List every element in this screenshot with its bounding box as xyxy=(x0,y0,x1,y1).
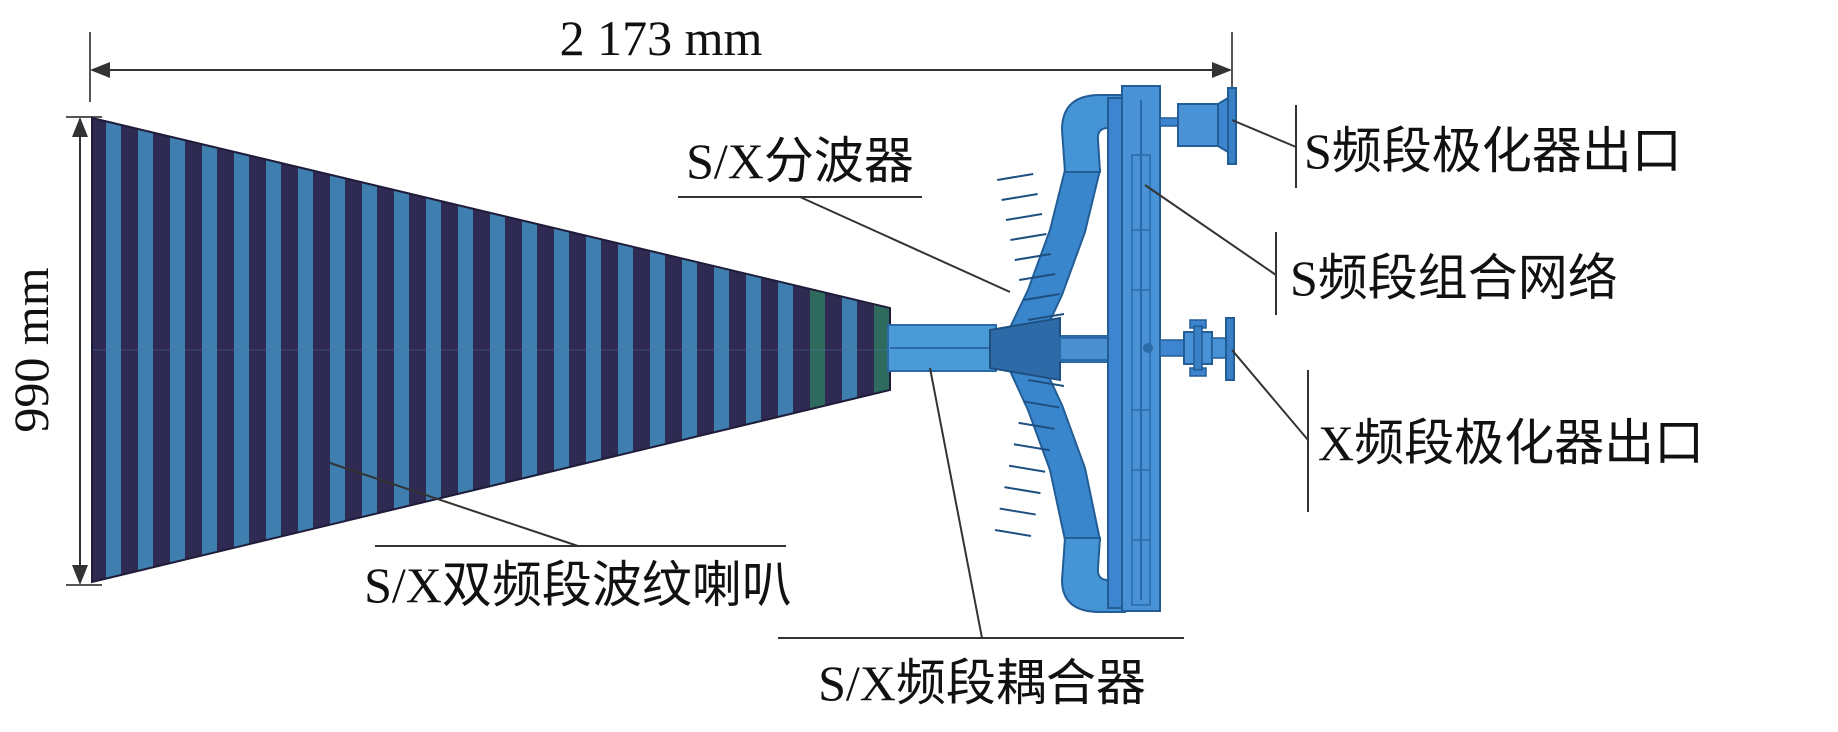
s-combining-network xyxy=(1107,85,1161,612)
height-dimension: 990 mm xyxy=(3,116,102,586)
horn-corrugation xyxy=(746,273,761,425)
diplexer-rib xyxy=(1013,443,1051,452)
s-polarizer-outlet xyxy=(1159,87,1237,165)
diplexer-rib xyxy=(999,507,1036,516)
x-polarizer-outlet xyxy=(1143,317,1235,381)
diplexer-rib xyxy=(1023,400,1060,409)
diplexer-rib xyxy=(1008,464,1046,473)
horn-corrugation xyxy=(810,288,825,410)
diplexer-rib xyxy=(1005,213,1043,221)
diplexer xyxy=(989,169,1117,541)
horn-corrugation xyxy=(522,220,537,479)
height-dimension-label: 990 mm xyxy=(3,267,59,432)
horn-corrugation xyxy=(714,266,729,433)
label-x-polarizer-outlet: X频段极化器出口 xyxy=(1318,415,1704,471)
label-sx-diplexer: S/X分波器 xyxy=(686,133,914,189)
diplexer-rib xyxy=(1010,233,1047,241)
diplexer-rib xyxy=(1027,313,1065,321)
horn-corrugation xyxy=(650,250,665,448)
diplexer-rib xyxy=(1027,379,1065,387)
horn-corrugation xyxy=(778,281,793,417)
diplexer-rib xyxy=(1014,253,1051,261)
diplexer-rib xyxy=(1023,293,1060,301)
label-s-combining-network: S频段组合网络 xyxy=(1290,250,1618,306)
horn-corrugation xyxy=(682,258,697,441)
width-dimension-label: 2 173 mm xyxy=(560,10,763,66)
label-s-polarizer-outlet: S频段极化器出口 xyxy=(1304,123,1682,179)
diplexer-rib xyxy=(1019,273,1056,281)
horn-corrugation xyxy=(554,228,569,471)
label-sx-corrugated-horn: S/X双频段波纹喇叭 xyxy=(364,557,792,613)
label-sx-coupler: S/X频段耦合器 xyxy=(818,655,1146,711)
diplexer-rib xyxy=(1018,421,1055,430)
diplexer-rib xyxy=(994,529,1032,537)
width-dimension: 2 173 mm xyxy=(89,10,1233,102)
horn-corrugation xyxy=(586,235,601,464)
leader-lines xyxy=(329,105,1309,639)
horn-corrugation xyxy=(874,304,889,394)
diplexer-rib xyxy=(1001,193,1038,201)
horn-corrugation xyxy=(842,296,857,402)
diplexer-rib xyxy=(1004,486,1041,495)
corrugated-horn xyxy=(91,116,891,584)
horn-corrugation xyxy=(618,243,633,456)
diplexer-rib xyxy=(997,173,1034,181)
